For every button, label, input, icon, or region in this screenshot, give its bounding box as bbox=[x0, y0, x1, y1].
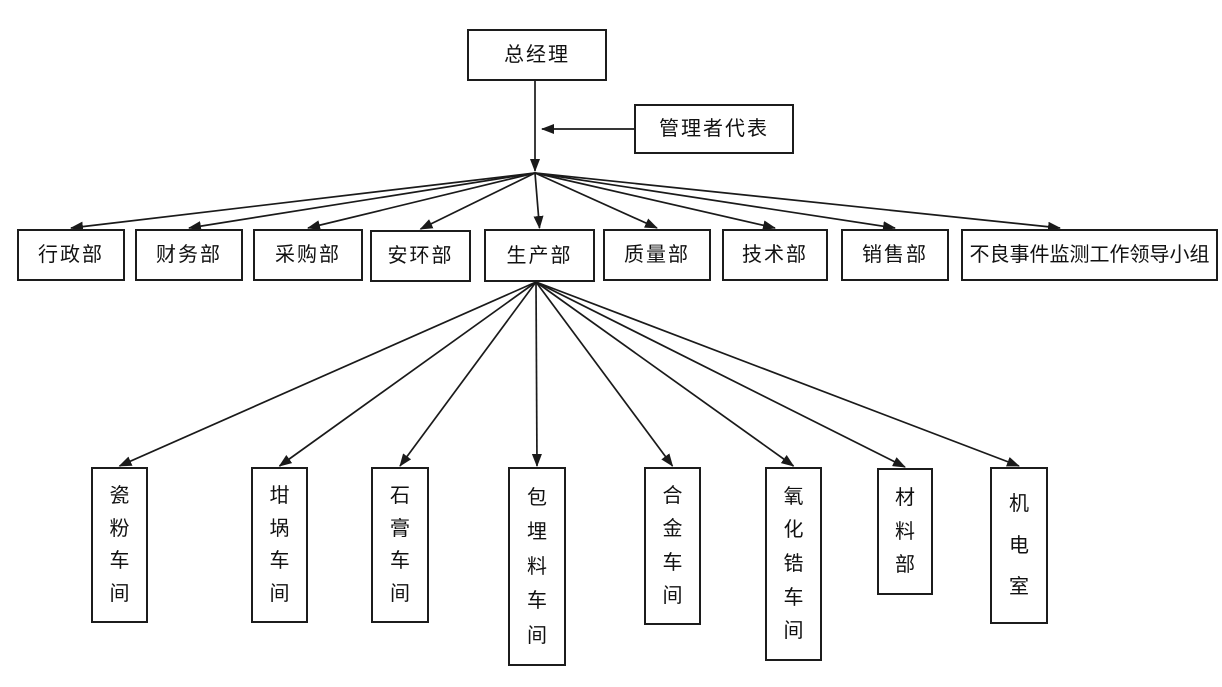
org-connector-arrow bbox=[534, 172, 1061, 232]
org-connector-arrow bbox=[118, 281, 537, 467]
node-electromechanical-room: 机电室 bbox=[990, 467, 1048, 624]
node-general-manager: 总经理 bbox=[467, 29, 607, 81]
node-workshop-crucible: 坩埚车间 bbox=[251, 467, 308, 623]
org-connector-arrow bbox=[531, 281, 542, 467]
org-connector-arrow bbox=[399, 281, 537, 467]
org-connector-arrow bbox=[534, 172, 658, 229]
org-connector-arrow bbox=[188, 172, 536, 232]
node-dept-sales: 销售部 bbox=[841, 229, 949, 281]
node-dept-procurement: 采购部 bbox=[253, 229, 363, 281]
node-dept-production: 生产部 bbox=[484, 229, 595, 282]
node-workshop-investment-material: 包埋料车间 bbox=[508, 467, 566, 666]
org-connector-arrow bbox=[307, 172, 536, 231]
node-dept-quality: 质量部 bbox=[603, 229, 711, 281]
node-workshop-porcelain-powder: 瓷粉车间 bbox=[91, 467, 148, 623]
node-dept-administration: 行政部 bbox=[17, 229, 125, 281]
org-connector-arrow bbox=[70, 172, 536, 232]
org-connector-arrow bbox=[535, 281, 1020, 467]
org-connector-arrow bbox=[278, 281, 537, 467]
org-connector-arrow bbox=[533, 172, 544, 229]
org-connector-arrow bbox=[535, 281, 906, 468]
org-connector-arrow bbox=[535, 281, 674, 467]
node-workshop-gypsum: 石膏车间 bbox=[371, 467, 429, 623]
org-connector-arrow bbox=[419, 172, 536, 230]
node-workshop-alloy: 合金车间 bbox=[644, 467, 701, 625]
node-dept-technology: 技术部 bbox=[722, 229, 828, 281]
org-connector-arrow bbox=[535, 281, 795, 467]
org-connector-arrow bbox=[534, 172, 896, 232]
org-connector-arrow bbox=[534, 172, 776, 231]
node-workshop-zirconia: 氧化锆车间 bbox=[765, 467, 822, 661]
node-dept-safety-environment: 安环部 bbox=[370, 230, 471, 282]
node-adverse-event-monitoring-leading-group: 不良事件监测工作领导小组 bbox=[961, 229, 1218, 281]
node-dept-materials: 材料部 bbox=[877, 468, 933, 595]
node-management-representative: 管理者代表 bbox=[634, 104, 794, 154]
node-dept-finance: 财务部 bbox=[135, 229, 243, 281]
